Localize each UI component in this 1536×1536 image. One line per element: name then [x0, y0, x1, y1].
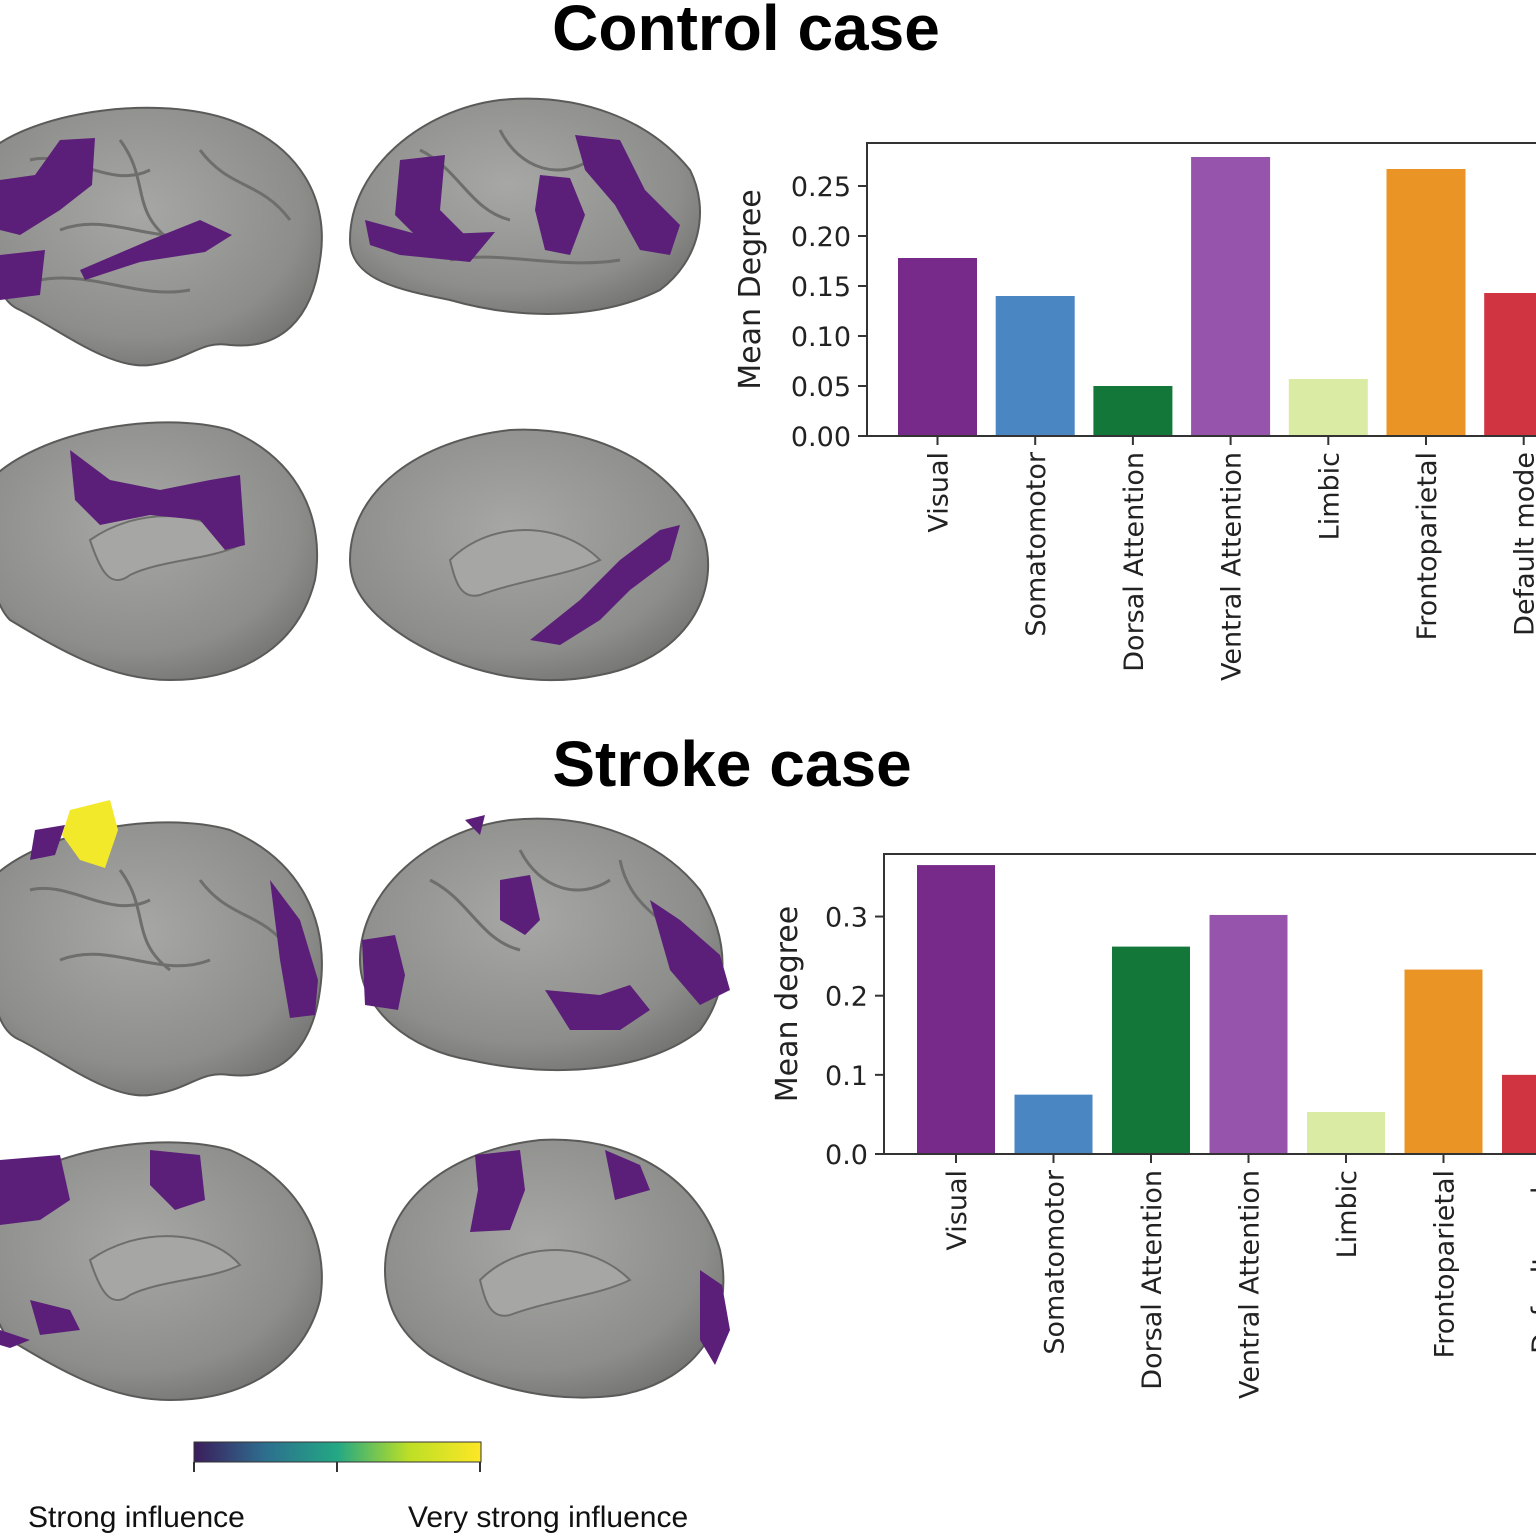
x-tick-label: Limbic — [1332, 1170, 1363, 1258]
colorbar-left-label: Strong influence — [28, 1501, 245, 1534]
x-tick-label: Ventral Attention — [1235, 1170, 1266, 1399]
bar-limbic — [1288, 379, 1368, 436]
y-tick-label: 0.10 — [791, 322, 851, 353]
control-brain-lateral-left — [0, 106, 323, 367]
control-brain-medial-right — [348, 428, 710, 682]
y-tick-label: 0.3 — [825, 903, 868, 934]
stroke-case-title: Stroke case — [552, 728, 912, 800]
plot-frame — [883, 853, 1536, 1155]
x-tick-label: Default mode — [1527, 1170, 1536, 1354]
bar-somatomotor — [995, 296, 1075, 436]
stroke-brain-lateral-left — [0, 800, 323, 1097]
stroke-brain-lateral-right — [358, 815, 730, 1071]
y-axis-label: Mean degree — [770, 906, 805, 1102]
x-tick-label: Frontoparietal — [1430, 1170, 1461, 1358]
bar-default-mode — [1484, 293, 1536, 436]
x-tick-label: Dorsal Attention — [1119, 452, 1150, 672]
control-brain-medial-left — [0, 421, 319, 682]
bar-limbic — [1307, 1112, 1385, 1154]
y-tick-label: 0.1 — [825, 1061, 868, 1092]
x-tick-label: Visual — [942, 1170, 973, 1251]
x-tick-label: Frontoparietal — [1412, 452, 1443, 640]
y-axis-label: Mean Degree — [733, 189, 768, 389]
plot-frame — [866, 142, 1536, 437]
x-tick-label: Somatomotor — [1021, 451, 1052, 637]
bar-somatomotor — [1014, 1094, 1093, 1154]
bar-default-mode — [1502, 1074, 1536, 1154]
bar-ventral-attention — [1191, 157, 1271, 436]
x-tick-label: Ventral Attention — [1217, 452, 1248, 681]
bar-visual — [917, 865, 995, 1154]
y-tick-label: 0.0 — [825, 1140, 868, 1171]
x-tick-label: Default mode — [1510, 452, 1536, 636]
y-tick-label: 0.05 — [791, 372, 851, 403]
bar-ventral-attention — [1209, 914, 1288, 1154]
stroke-brain-medial-right — [383, 1138, 730, 1399]
x-tick-label: Dorsal Attention — [1137, 1170, 1168, 1390]
bar-dorsal-attention — [1112, 946, 1190, 1154]
x-tick-label: Limbic — [1314, 452, 1345, 540]
bar-frontoparietal — [1386, 169, 1466, 436]
bar-visual — [898, 258, 977, 436]
stroke-brain-medial-left — [0, 1141, 323, 1402]
bar-frontoparietal — [1404, 969, 1483, 1154]
y-tick-label: 0.2 — [825, 982, 868, 1013]
y-tick-label: 0.25 — [791, 172, 851, 203]
y-tick-label: 0.00 — [791, 422, 851, 453]
y-tick-label: 0.20 — [791, 222, 851, 253]
colorbar-right-label: Very strong influence — [408, 1501, 688, 1534]
bar-dorsal-attention — [1093, 386, 1173, 436]
control-brain-lateral-right — [348, 97, 701, 315]
x-tick-label: Visual — [924, 452, 955, 533]
x-tick-label: Somatomotor — [1040, 1169, 1071, 1355]
control-case-title: Control case — [552, 0, 940, 64]
y-tick-label: 0.15 — [791, 272, 851, 303]
